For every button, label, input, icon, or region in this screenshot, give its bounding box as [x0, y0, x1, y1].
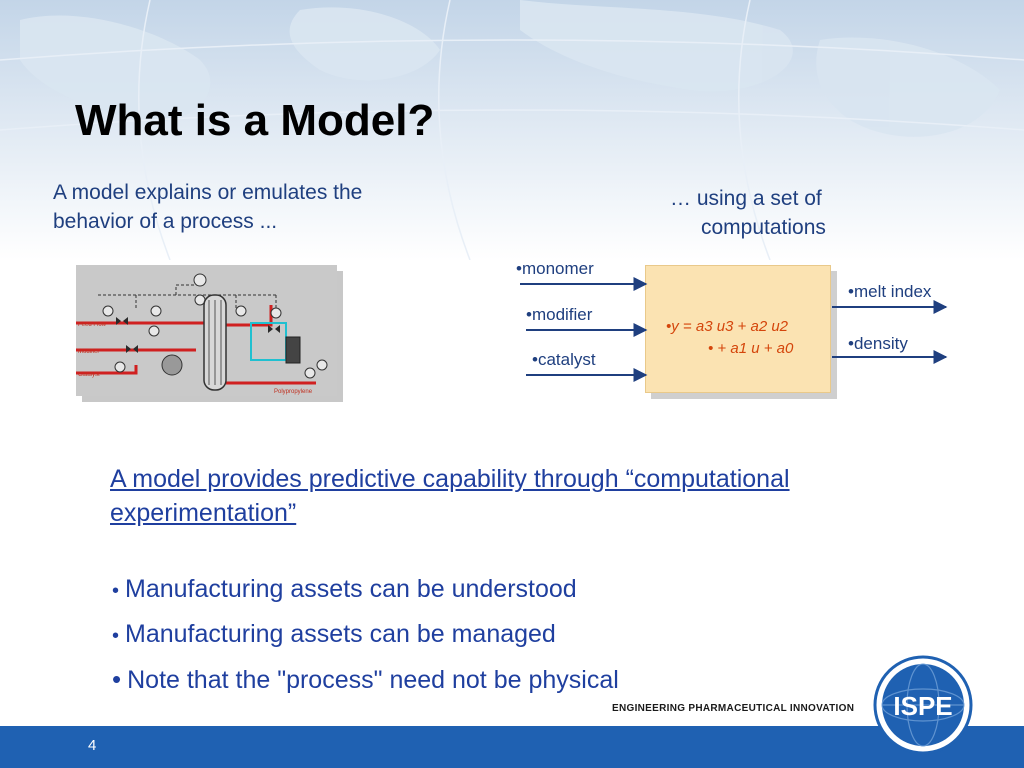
bullet-text: Note that the "process" need not be phys…: [127, 666, 619, 694]
process-label-modifier: Modifier: [78, 349, 99, 355]
footer-bar: [0, 726, 1024, 768]
model-computation-box: •y = a3 u3 + a2 u2 • + a1 u + a0: [645, 265, 831, 393]
bullet-item: •Manufacturing assets can be understood: [112, 568, 619, 613]
page-title: What is a Model?: [75, 96, 435, 145]
footer-tagline: ENGINEERING PHARMACEUTICAL INNOVATION: [612, 703, 855, 714]
key-statement: A model provides predictive capability t…: [110, 465, 790, 527]
ispe-logo: ISPE: [873, 655, 973, 755]
bullet-list: •Manufacturing assets can be understood …: [112, 568, 619, 702]
bullet-item: •Manufacturing assets can be managed: [112, 613, 619, 658]
bullet-text: Manufacturing assets can be understood: [125, 575, 577, 603]
model-formula: •y = a3 u3 + a2 u2 • + a1 u + a0: [666, 316, 793, 360]
process-label-catalyst: Catalyst: [78, 372, 100, 378]
input-label-catalyst: •catalyst: [532, 350, 596, 369]
input-label-monomer: •monomer: [516, 259, 594, 278]
intro-left-text: A model explains or emulates the behavio…: [53, 181, 363, 233]
process-label-polypropylene: Polypropylene: [274, 389, 313, 395]
output-label-density: •density: [848, 334, 908, 353]
bullet-dot-icon: •: [112, 625, 120, 647]
bullet-dot-icon: •: [112, 664, 122, 694]
intro-right-line-2: computations: [701, 216, 826, 239]
bullet-text: Manufacturing assets can be managed: [125, 620, 556, 648]
bullet-dot-icon: •: [112, 580, 120, 602]
logo-text: ISPE: [893, 691, 952, 721]
bullet-item: •Note that the "process" need not be phy…: [112, 658, 619, 702]
intro-right-line-1: … using a set of: [670, 187, 822, 210]
formula-line-2: • + a1 u + a0: [708, 340, 794, 357]
process-label-feed-flow: Feed Flow: [78, 322, 107, 328]
output-label-melt-index: •melt index: [848, 282, 932, 301]
page-number: 4: [88, 737, 97, 754]
formula-line-1: •y = a3 u3 + a2 u2: [666, 318, 789, 335]
input-label-modifier: •modifier: [526, 305, 593, 324]
world-map-background: [0, 0, 1024, 260]
intro-right-text: … using a set of computations: [670, 184, 890, 242]
process-schematic-image: Feed Flow Modifier Catalyst Polypropylen…: [76, 265, 337, 396]
